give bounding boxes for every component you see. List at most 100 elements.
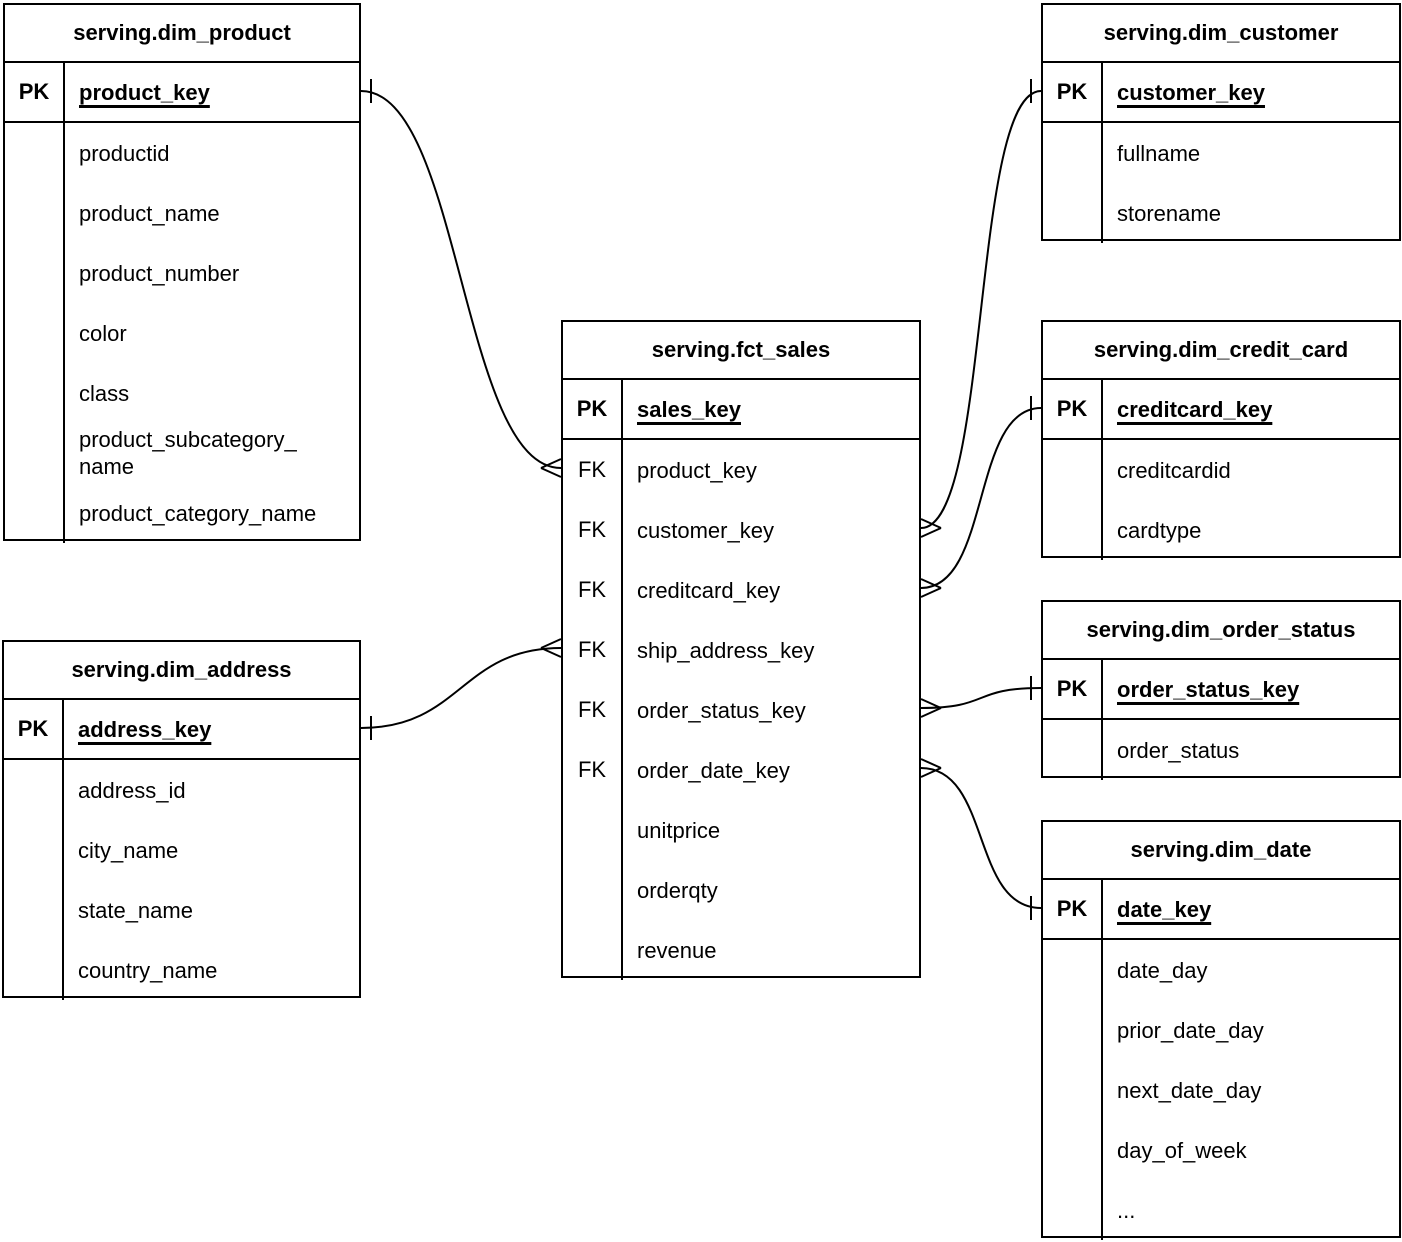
key-tag <box>1043 940 1103 1000</box>
field-name: class <box>79 380 130 406</box>
key-tag <box>1043 1060 1103 1120</box>
key-tag <box>1043 500 1103 560</box>
field-name: unitprice <box>637 817 721 843</box>
key-tag <box>4 820 64 880</box>
field-name: next_date_day <box>1117 1077 1262 1103</box>
field-name: fullname <box>1117 140 1201 166</box>
crow-foot-marker <box>920 578 942 589</box>
entity-row: orderqty <box>563 860 919 920</box>
entity-title: serving.fct_sales <box>563 322 919 380</box>
key-tag <box>5 303 65 363</box>
entity-row: product_name <box>5 183 359 243</box>
crow-foot-marker <box>920 587 942 598</box>
field-name: revenue <box>637 937 717 963</box>
field-name: prior_date_day <box>1117 1017 1264 1043</box>
entity-title: serving.dim_address <box>4 642 359 700</box>
key-tag <box>563 920 623 980</box>
field-name: address_key <box>78 716 212 742</box>
crow-foot-marker <box>540 467 562 478</box>
key-tag: PK <box>1043 660 1103 718</box>
field-name: date_day <box>1117 957 1208 983</box>
entity-row: day_of_week <box>1043 1120 1399 1180</box>
entity-row: next_date_day <box>1043 1060 1399 1120</box>
field-name: order_status_key <box>1117 676 1300 702</box>
key-tag <box>1043 123 1103 183</box>
key-tag <box>5 363 65 423</box>
field-name: product_number <box>79 260 240 286</box>
field-name: cardtype <box>1117 517 1202 543</box>
field-name: product_subcategory_ name <box>79 427 297 479</box>
relationship-product <box>360 79 562 478</box>
entity-row: class <box>5 363 359 423</box>
key-tag: PK <box>1043 880 1103 938</box>
key-tag <box>5 183 65 243</box>
field-name: day_of_week <box>1117 1137 1247 1163</box>
relationship-customer <box>920 79 1042 538</box>
crow-foot-marker <box>920 527 942 538</box>
key-tag: PK <box>1043 63 1103 121</box>
field-name: order_status_key <box>637 697 806 723</box>
field-name: creditcardid <box>1117 457 1231 483</box>
entity-title: serving.dim_product <box>5 5 359 63</box>
entity-row: country_name <box>4 940 359 1000</box>
key-tag <box>1043 1120 1103 1180</box>
key-tag <box>5 423 65 483</box>
field-name: address_id <box>78 777 186 803</box>
field-name: creditcard_key <box>637 577 781 603</box>
field-name: city_name <box>78 837 179 863</box>
entity-row: unitprice <box>563 800 919 860</box>
key-tag <box>5 123 65 183</box>
key-tag <box>1043 440 1103 500</box>
field-name: productid <box>79 140 170 166</box>
key-tag <box>563 800 623 860</box>
key-tag <box>4 940 64 1000</box>
key-tag <box>4 880 64 940</box>
entity-row: order_status <box>1043 720 1399 780</box>
key-tag: PK <box>4 700 64 758</box>
field-name: ship_address_key <box>637 637 815 663</box>
key-tag <box>4 760 64 820</box>
field-name: state_name <box>78 897 193 923</box>
entity-row: address_id <box>4 760 359 820</box>
entity-row: state_name <box>4 880 359 940</box>
relationship-line <box>920 90 1042 529</box>
entity-title: serving.dim_customer <box>1043 5 1399 63</box>
crow-foot-marker <box>920 518 942 529</box>
entity-row: creditcardid <box>1043 440 1399 500</box>
key-tag <box>1043 1180 1103 1240</box>
crow-foot-marker <box>920 698 942 709</box>
entity-title: serving.dim_order_status <box>1043 602 1399 660</box>
entity-row: FK ship_address_key <box>563 620 919 680</box>
key-tag: PK <box>1043 380 1103 438</box>
key-tag: FK <box>563 620 623 680</box>
field-name: product_name <box>79 200 220 226</box>
field-name: country_name <box>78 957 218 983</box>
key-tag <box>5 483 65 543</box>
entity-row: date_day <box>1043 940 1399 1000</box>
field-name: order_date_key <box>637 757 790 783</box>
field-name: customer_key <box>1117 79 1265 105</box>
key-tag: FK <box>563 680 623 740</box>
key-tag: FK <box>563 440 623 500</box>
key-tag: PK <box>563 380 623 438</box>
entity-row-pk: PK customer_key <box>1043 63 1399 123</box>
key-tag: PK <box>5 63 65 121</box>
key-tag: FK <box>563 500 623 560</box>
entity-row-pk: PK address_key <box>4 700 359 760</box>
relationship-line <box>920 767 1042 909</box>
relationship-line <box>920 687 1042 709</box>
field-name: orderqty <box>637 877 718 903</box>
relationship-ship-address <box>360 638 562 740</box>
key-tag <box>1043 1000 1103 1060</box>
